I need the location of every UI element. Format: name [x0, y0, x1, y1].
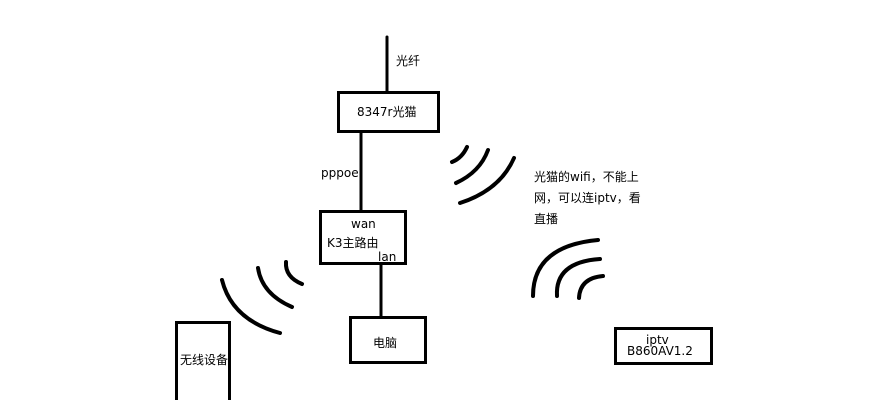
iptv-model-label: B860AV1.2	[627, 344, 693, 358]
pc-box: 电脑	[349, 316, 427, 364]
modem-wifi-note-line-2: 网，可以连iptv，看	[534, 191, 641, 205]
router-name-label: K3主路由	[327, 236, 379, 250]
iptv-box: iptv B860AV1.2	[614, 327, 713, 365]
modem-box: 8347r光猫	[337, 91, 440, 133]
modem-wifi-note-line-3: 直播	[534, 212, 559, 226]
modem-wifi-note: 光猫的wifi，不能上 网，可以连iptv，看 直播	[534, 167, 654, 230]
wireless-device-label: 无线设备	[180, 353, 229, 367]
modem-wifi-signal-icon	[450, 145, 516, 205]
router-box: wan K3主路由 lan	[319, 210, 407, 265]
iptv-label: iptv	[646, 333, 669, 347]
router-lan-label: lan	[378, 250, 397, 264]
router-wifi-signal-icon	[220, 260, 304, 335]
pppoe-label: pppoe	[321, 166, 359, 180]
fiber-label: 光纤	[396, 54, 421, 68]
iptv-wifi-signal-icon	[531, 238, 605, 300]
wireless-device-box: 无线设备	[175, 321, 231, 400]
modem-wifi-note-line-1: 光猫的wifi，不能上	[534, 170, 639, 184]
pc-label: 电脑	[373, 336, 398, 350]
modem-label: 8347r光猫	[357, 105, 417, 119]
router-wan-label: wan	[351, 217, 376, 231]
